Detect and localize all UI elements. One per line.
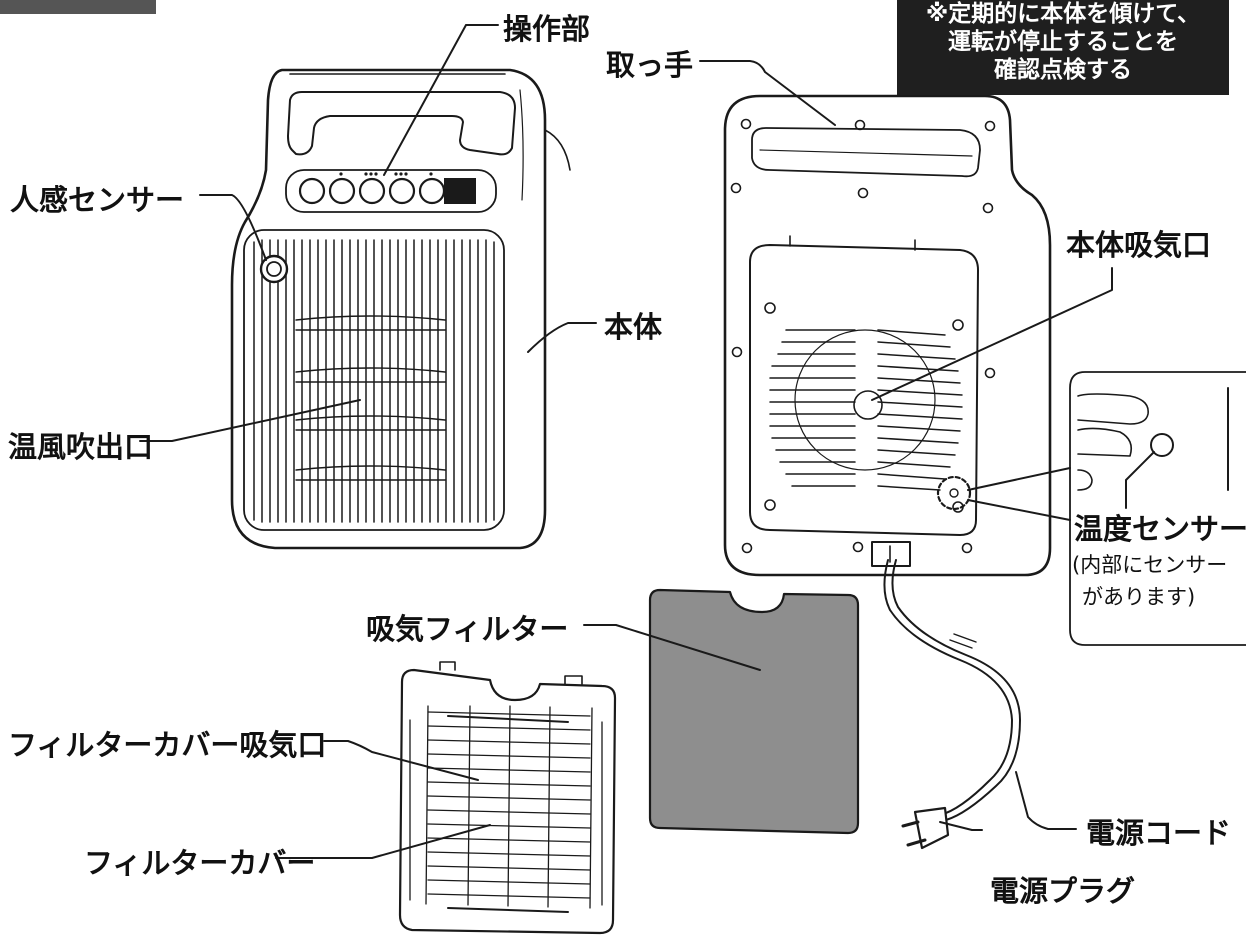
label-filter-cover-intake: フィルターカバー吸気口 — [8, 728, 327, 762]
label-warm-air-outlet: 温風吹出口 — [8, 430, 154, 464]
rear-heater-unit — [723, 94, 1052, 577]
label-power-cord: 電源コード — [1086, 816, 1232, 850]
label-intake-filter: 吸気フィルター — [366, 612, 569, 646]
front-heater-unit — [230, 68, 571, 550]
notice-line-3: 確認点検する — [994, 57, 1132, 83]
intake-filter-panel — [648, 588, 860, 835]
label-temperature-sensor-note-1: (内部にセンサー — [1072, 553, 1228, 577]
power-cord-drawing — [883, 559, 1021, 850]
corner-tab — [0, 0, 156, 14]
filter-cover-drawing — [398, 661, 617, 935]
label-temperature-sensor-note-2: があります) — [1082, 585, 1196, 609]
inspection-notice: ※定期的に本体を傾けて、 運転が停止することを 確認点検する — [897, 0, 1229, 95]
label-motion-sensor: 人感センサー — [10, 183, 185, 217]
leader-lines — [139, 24, 1155, 859]
label-handle: 取っ手 — [606, 48, 694, 82]
label-power-plug: 電源プラグ — [990, 874, 1136, 908]
label-body: 本体 — [604, 310, 663, 344]
notice-line-2: 運転が停止することを — [948, 29, 1178, 55]
sensor-detail-inset — [1069, 371, 1246, 646]
label-filter-cover: フィルターカバー — [84, 846, 316, 880]
label-control-panel: 操作部 — [503, 12, 591, 46]
label-body-air-intake: 本体吸気口 — [1066, 228, 1212, 262]
label-temperature-sensor: 温度センサー — [1074, 512, 1246, 546]
notice-line-1: ※定期的に本体を傾けて、 — [925, 1, 1201, 27]
